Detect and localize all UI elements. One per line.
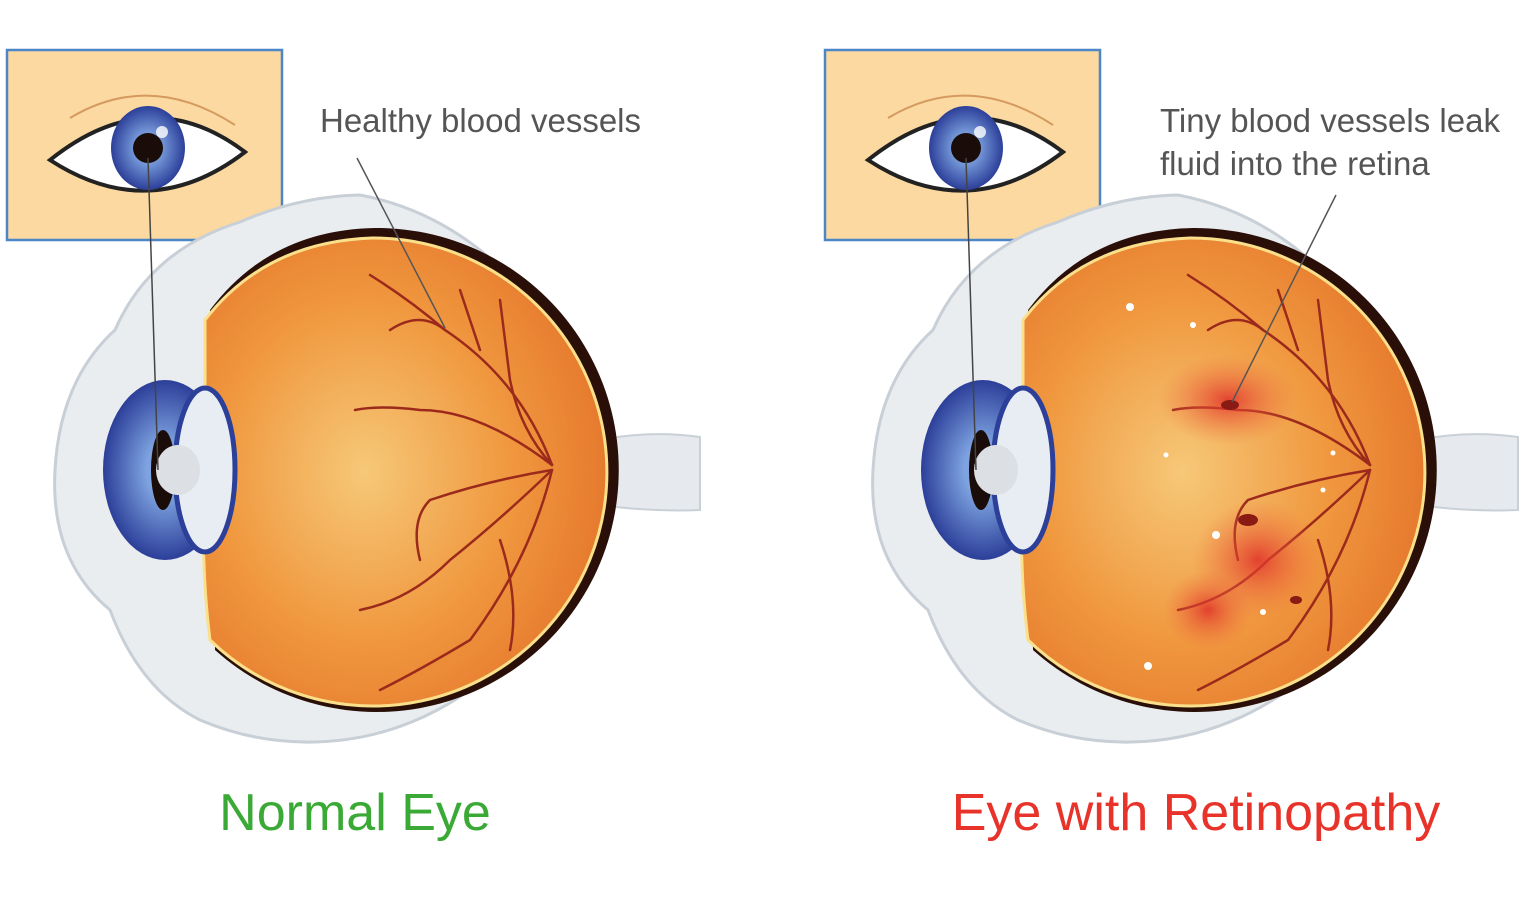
caption-retinopathy-eye: Eye with Retinopathy (952, 784, 1441, 842)
annotation-healthy-vessels: Healthy blood vessels (320, 102, 641, 139)
retinopathy-eye-illustration: Tiny blood vessels leak fluid into the r… (825, 50, 1518, 842)
annotation-leader-line (356, 157, 446, 329)
caption-normal-eye: Normal Eye (219, 784, 491, 842)
annotation-leaking-vessels-line2: fluid into the retina (1160, 145, 1430, 182)
fluid-leak-areas (1158, 355, 1323, 650)
exudate-spots (1126, 303, 1336, 670)
annotation-leaking-vessels-line1: Tiny blood vessels leak (1160, 102, 1500, 139)
annotation-leader-line (1231, 194, 1337, 403)
normal-eye-illustration: Healthy blood vessels Normal Eye (7, 50, 700, 842)
